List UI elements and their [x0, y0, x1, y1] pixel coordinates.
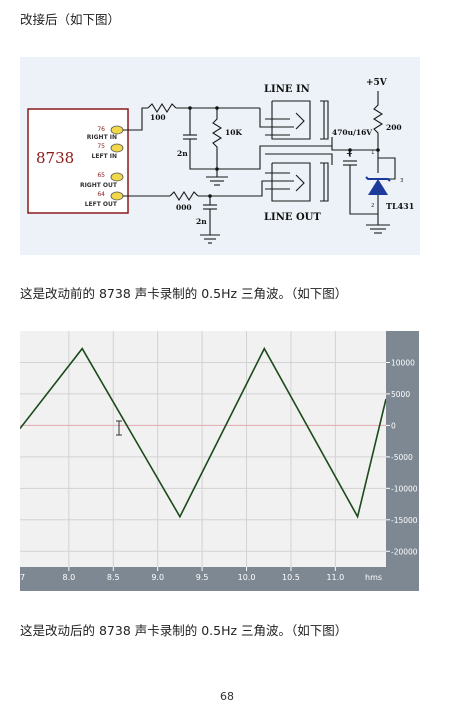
wire-bias-rail — [331, 146, 378, 151]
label-line-in: LINE IN — [264, 84, 310, 95]
pin-name: LEFT IN — [92, 153, 117, 160]
resistor-10k — [211, 108, 223, 169]
time-tick-label: 9.0 — [151, 573, 164, 582]
pin-pad — [110, 125, 124, 135]
caption-before: 这是改动前的 8738 声卡录制的 0.5Hz 三角波。（如下图） — [20, 286, 348, 301]
jack-out-shell — [320, 162, 329, 202]
elcap-polarity: + — [346, 149, 353, 158]
jack-line-out — [271, 162, 311, 202]
wire-cin-bottom — [189, 139, 210, 170]
label-elcap: 470u/16V — [332, 128, 372, 137]
label-c-out: 2n — [196, 217, 207, 226]
jack-line-in — [271, 100, 311, 140]
caption-after: 这是改动后的 8738 声卡录制的 0.5Hz 三角波。（如下图） — [20, 623, 348, 638]
label-line-out: LINE OUT — [264, 212, 321, 223]
pin-pad — [110, 191, 124, 201]
resistor-out — [169, 190, 199, 202]
jack-out-sleeve-lead — [265, 153, 333, 165]
ibeam-cursor-icon — [116, 420, 122, 436]
tl431-pin-2: 2 — [371, 203, 375, 209]
label-r-200: 200 — [386, 123, 402, 132]
amplitude-tick-label: 5000 — [391, 390, 410, 399]
jack-in-spring — [295, 112, 305, 130]
label-r-in: 100 — [150, 113, 166, 122]
pin-number: 65 — [97, 172, 105, 179]
amplitude-ruler — [386, 331, 419, 567]
jack-out-spring — [295, 174, 305, 192]
pin-name: RIGHT IN — [87, 134, 117, 141]
amplitude-tick-label: -5000 — [391, 453, 413, 462]
time-tick-label: 10.5 — [282, 573, 300, 582]
pin-pad — [110, 172, 124, 182]
pin-65: 65 RIGHT OUT — [80, 172, 124, 189]
tl431-pin-1: 1 — [371, 150, 375, 156]
jack-in-shell — [320, 100, 329, 140]
label-c-in: 2n — [177, 149, 188, 158]
time-unit-label: hms — [365, 573, 382, 582]
pin-number: 76 — [97, 126, 105, 133]
wire-gnd-rail — [210, 145, 265, 170]
time-tick-label: 8.5 — [107, 573, 120, 582]
tl431-pin-3: 3 — [400, 178, 404, 184]
waveform-chart: 10000 5000 0 -5000 -10000 -15000 -20000 7 8.0 8.… — [20, 331, 419, 591]
label-vcc: +5V — [366, 78, 388, 88]
time-tick-label: 10.0 — [238, 573, 256, 582]
wire-in-1 — [123, 107, 148, 131]
amplitude-ticks: 10000 5000 0 -5000 -10000 -15000 -20000 — [386, 358, 418, 556]
pin-name: LEFT OUT — [85, 201, 118, 208]
label-tl431: TL431 — [386, 201, 414, 211]
resistor-100 — [147, 102, 177, 114]
grid-lines — [20, 331, 386, 567]
time-tick-label: 7 — [20, 573, 25, 582]
junction-dots — [188, 106, 380, 198]
pin-name: RIGHT OUT — [80, 182, 118, 189]
amplitude-tick-label: -10000 — [391, 484, 418, 493]
tl431-diode-icon — [368, 179, 388, 195]
chip-label: 8738 — [36, 149, 74, 167]
label-r-10k: 10K — [225, 128, 242, 137]
wire-elcap-gnd — [349, 165, 378, 215]
waveform-trace — [20, 346, 387, 519]
amplitude-tick-label: -15000 — [391, 516, 418, 525]
time-tick-label: 9.5 — [196, 573, 209, 582]
pin-number: 64 — [97, 191, 105, 198]
wire-out-2 — [198, 180, 265, 197]
amplitude-tick-label: -20000 — [391, 547, 418, 556]
amplitude-tick-label: 10000 — [391, 358, 415, 367]
amplitude-tick-label: 0 — [391, 421, 396, 430]
pin-number: 75 — [97, 143, 105, 150]
wire-jack-in — [259, 108, 265, 128]
label-r-out: 000 — [176, 203, 192, 212]
time-ticks: 7 8.0 8.5 9.0 9.5 10.0 10.5 11.0 hms — [20, 567, 382, 582]
time-tick-label: 8.0 — [62, 573, 75, 582]
pin-75: 75 LEFT IN — [92, 143, 124, 160]
caption-after-rewire: 改接后（如下图） — [20, 12, 121, 27]
tl431-cathode-bar — [365, 176, 391, 182]
pin-pad — [110, 143, 124, 153]
page-number: 68 — [220, 690, 234, 703]
plot-area — [20, 331, 386, 567]
wire-ref-feedback — [378, 157, 396, 180]
time-tick-label: 11.0 — [326, 573, 344, 582]
circuit-diagram: 8738 76 RIGHT IN 75 LEFT IN 65 RIGHT OUT… — [20, 57, 420, 255]
time-ruler — [20, 567, 419, 591]
resistor-200 — [372, 91, 384, 150]
